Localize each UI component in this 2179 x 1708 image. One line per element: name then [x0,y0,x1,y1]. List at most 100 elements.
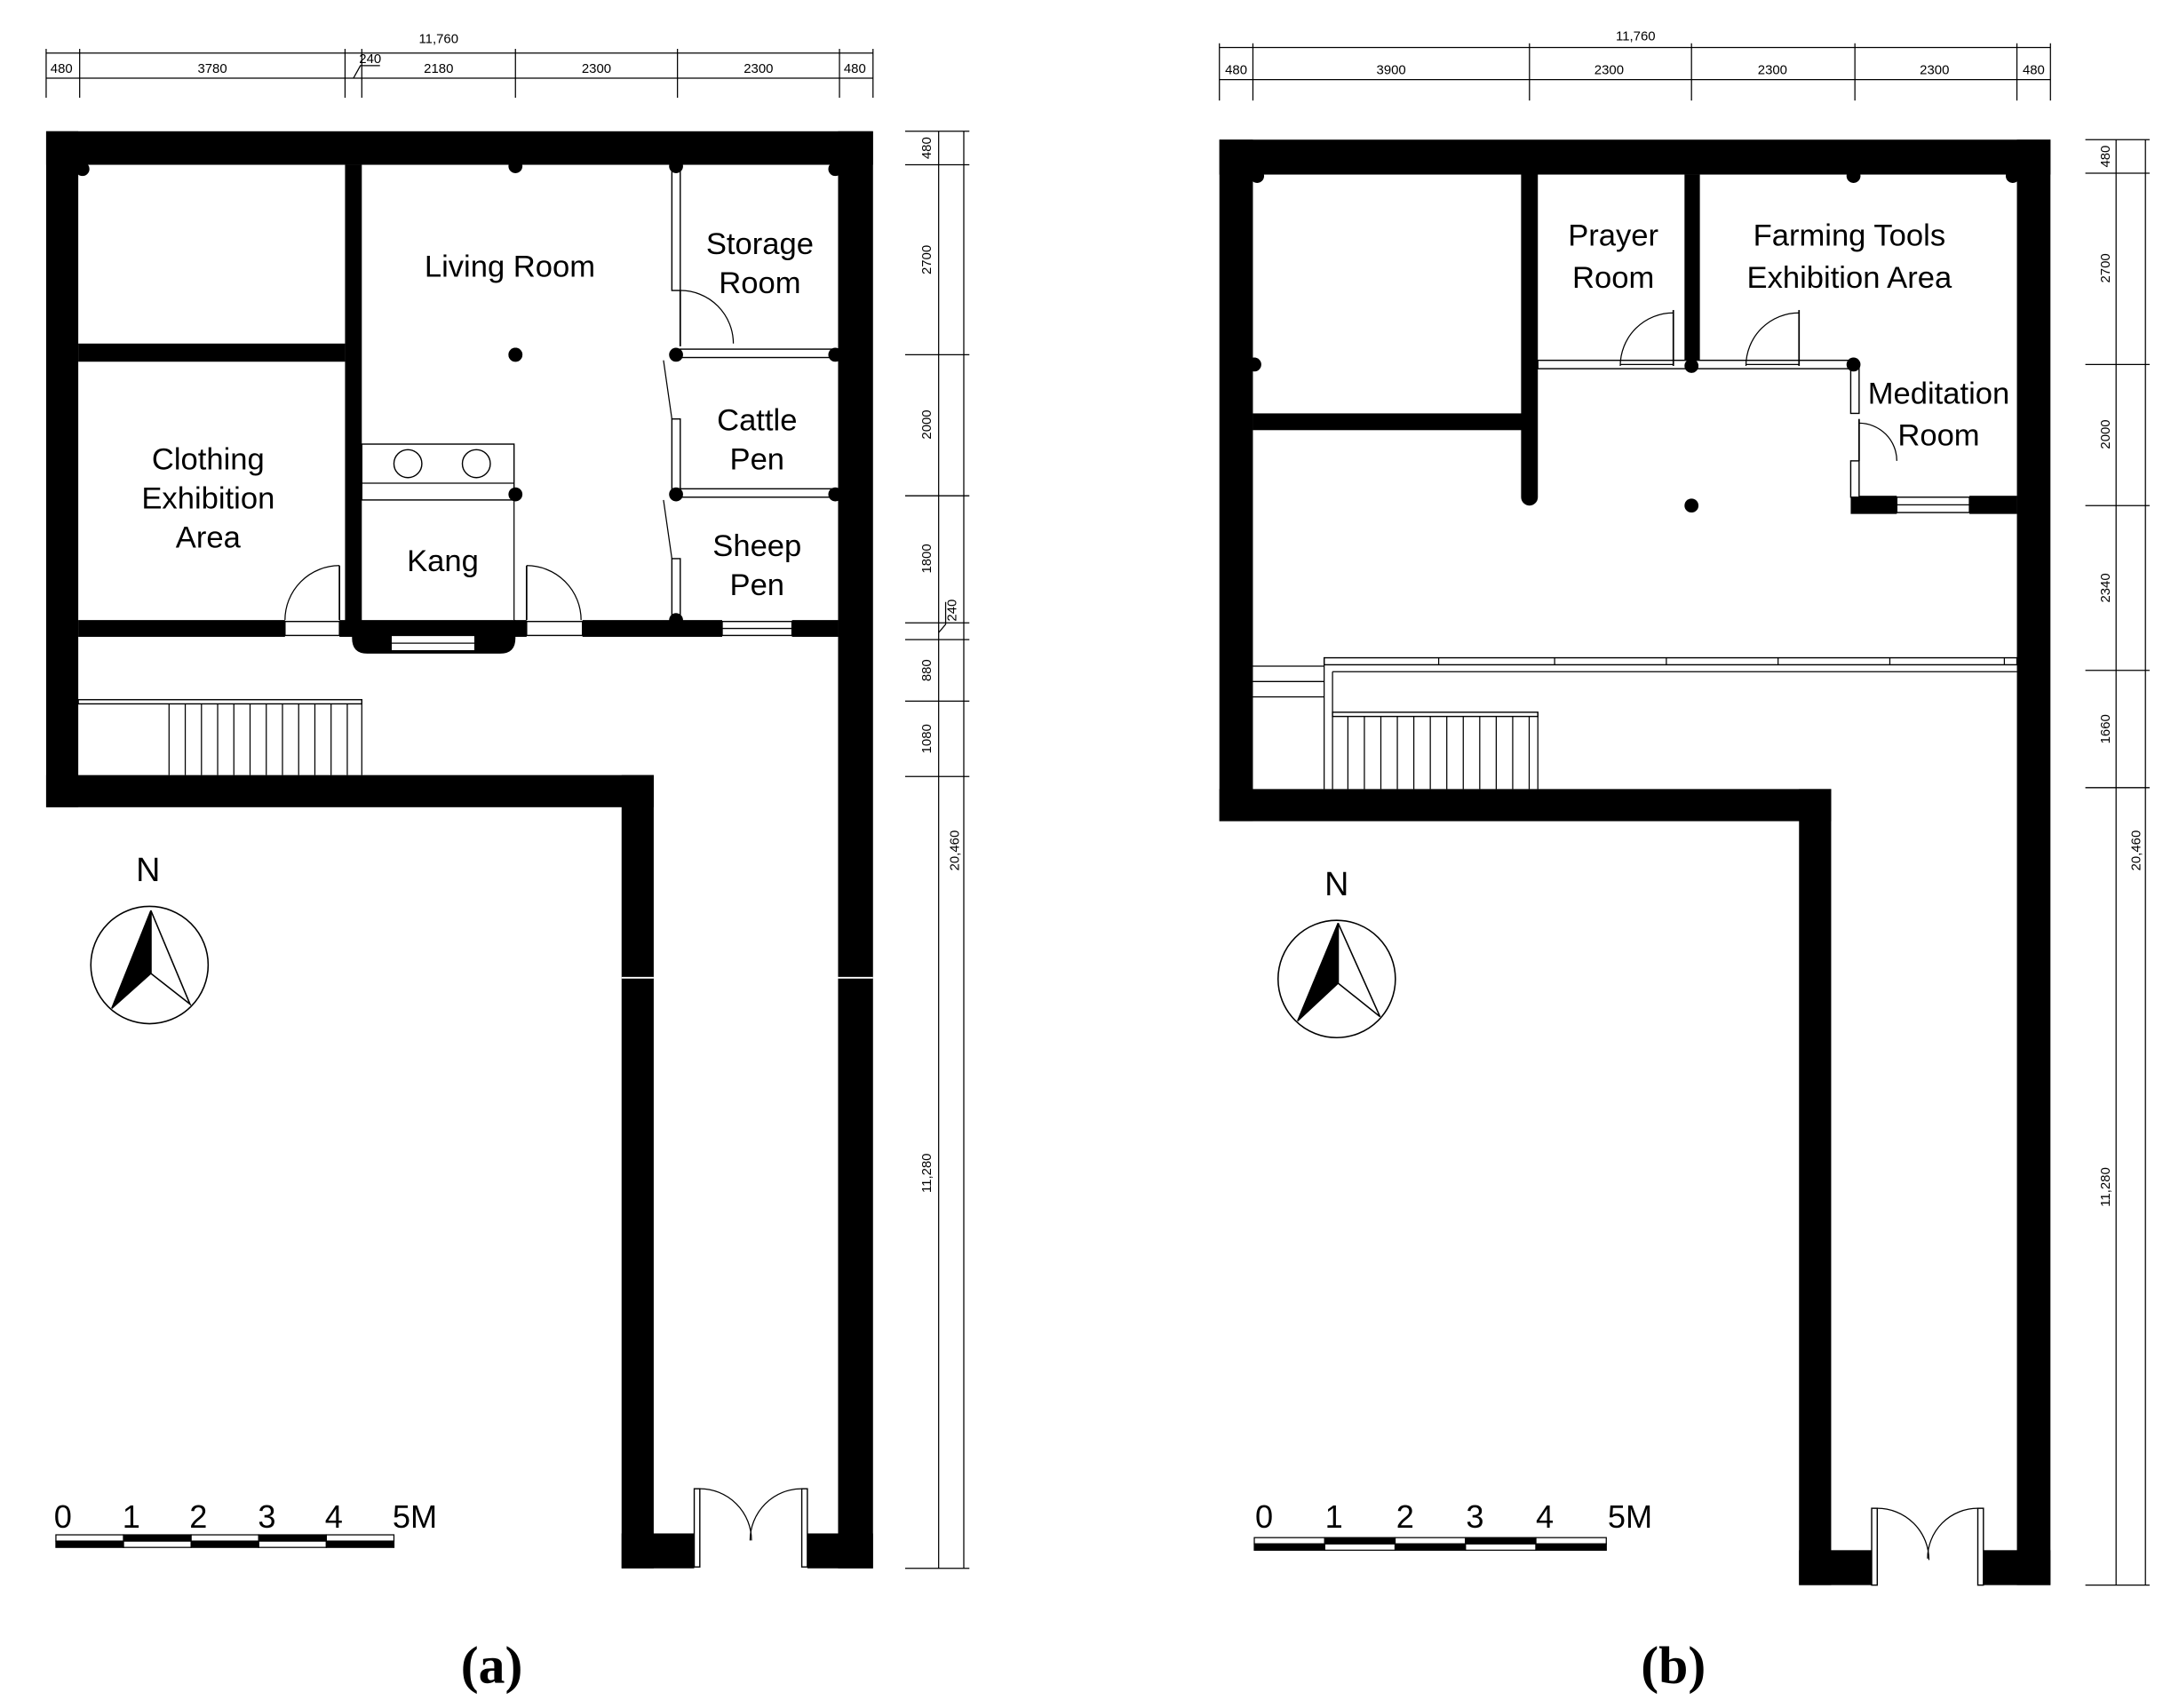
north-label: N [1324,865,1348,902]
wall-joint [838,976,873,979]
room-label-living-room: Living Room [425,250,595,283]
scale-bar-label: 0 [1255,1498,1273,1535]
courtyard-west-wall [621,775,654,1569]
dimension-leader [353,65,380,79]
north-outer-wall [45,131,873,165]
interior-wall-vertical [345,164,362,637]
dimension-label: 2300 [1758,62,1787,77]
dimension-label: 240 [359,52,381,67]
room-label-storage-room: Room [719,266,800,300]
partition-wall [1849,460,1860,498]
room-label-kang: Kang [407,544,479,578]
scale-bar: 0 1 2 3 4 5M [54,1498,437,1548]
column [75,162,90,177]
dimension-label: 11,280 [919,1154,934,1194]
column [669,613,683,627]
column [1684,359,1699,373]
dimension-label: 3780 [197,61,227,76]
room-front-wall [339,620,354,637]
door-threshold [526,620,584,637]
room-label-meditation-room: Meditation [1868,377,2010,410]
scale-bar-segment [1253,1543,1325,1551]
column [1247,357,1261,372]
east-outer-wall [838,131,873,1569]
entrance-door-swing-right [749,1488,802,1541]
kang-door-swing [526,565,582,621]
entrance-door-swing-right [1927,1507,1978,1559]
room-front-wall [78,620,285,637]
entrance-door-leaf-right [800,1488,808,1568]
dimension-label: 480 [1225,62,1247,77]
dimension-label: 480 [2098,146,2113,168]
column [1846,169,1861,183]
room-label-storage-room: Storage [706,227,814,261]
east-outer-wall [2016,139,2051,1585]
dimension-label: 2700 [919,245,934,274]
meditation-room-door-swing [1858,422,1897,461]
scale-bar-segment [123,1540,192,1548]
interior-wall-horizontal [78,343,346,362]
scale-bar-segment [123,1534,192,1542]
scale-bar-segment [55,1540,124,1548]
scale-bar-segment [1465,1543,1537,1551]
dimension-label: 2300 [1920,62,1949,77]
scale-bar-label: 2 [1396,1498,1414,1535]
stair-top-edge [1332,711,1539,718]
scale-bar-segment [1394,1543,1467,1551]
entrance-door-swing-left [1877,1507,1930,1561]
room-label-farming-tools-exhibition-area: Farming Tools [1754,219,1946,253]
dimension-label: 2300 [744,61,773,76]
dimension-label: 1800 [919,544,934,573]
scale-bar-segment [190,1540,259,1548]
scale-bar-segment [190,1534,259,1542]
dimension-label: 2300 [1594,62,1624,77]
west-outer-wall [1219,139,1253,822]
room-label-farming-tools-exhibition-area: Exhibition Area [1747,261,1952,295]
south-wall-right [807,1533,873,1569]
partition-wall [671,163,681,291]
north-label: N [136,851,160,888]
interior-wall-vertical [1521,174,1539,506]
south-wall-left [1799,1550,1873,1585]
north-arrow-icon: N [1276,865,1396,1039]
column [828,162,843,177]
column [508,487,523,502]
sheep-pen-door-leaf [663,499,672,560]
wall-joint [621,976,654,979]
storage-door-swing [680,290,735,344]
side-dimension-chain: 480 2700 2000 1800 240 880 1080 11,280 2… [904,131,970,1569]
scale-bar-label: 1 [1325,1498,1343,1535]
compass-arrow-dark-half [111,910,152,1009]
scale-bar-segment [325,1534,395,1542]
compass-arrow-dark-half [1297,923,1340,1021]
room-label-cattle-pen: Cattle [717,403,797,437]
column [828,487,843,502]
column [508,159,523,173]
room-label-clothing-exhibition-area: Exhibition [141,481,274,515]
staircase-and-gallery [1253,656,2018,790]
dimension-label: 2300 [582,61,611,76]
compass-circle [90,905,210,1025]
room-label-prayer-room: Prayer [1568,219,1658,253]
meditation-room-south-wall [1969,496,2017,514]
dimension-label: 480 [919,137,934,159]
room-labels: Living Room Storage Room Cattle Pen Shee… [141,227,814,602]
dimension-label: 2000 [919,409,934,439]
scale-bar-segment [1535,1537,1607,1545]
kang-fixture [361,443,515,621]
partition-wall [680,488,839,498]
farming-area-door-swing [1745,312,1800,366]
scale-bar-label: 4 [1536,1498,1554,1535]
scale-bar-label: 3 [1466,1498,1483,1535]
scale-bar-segment [1465,1537,1537,1545]
top-dimension-chain: 11,760 480 3780 240 2180 2300 2300 480 [45,32,874,99]
overall-depth-label: 20,460 [947,830,962,871]
room-label-clothing-exhibition-area: Clothing [152,442,265,476]
dimension-leader [938,601,947,633]
columns [75,159,843,627]
stair-top-edge [77,699,363,705]
room-front-wall [791,620,839,637]
dimension-label: 1660 [2098,714,2113,743]
column [669,159,683,173]
compass-circle [1276,919,1396,1039]
